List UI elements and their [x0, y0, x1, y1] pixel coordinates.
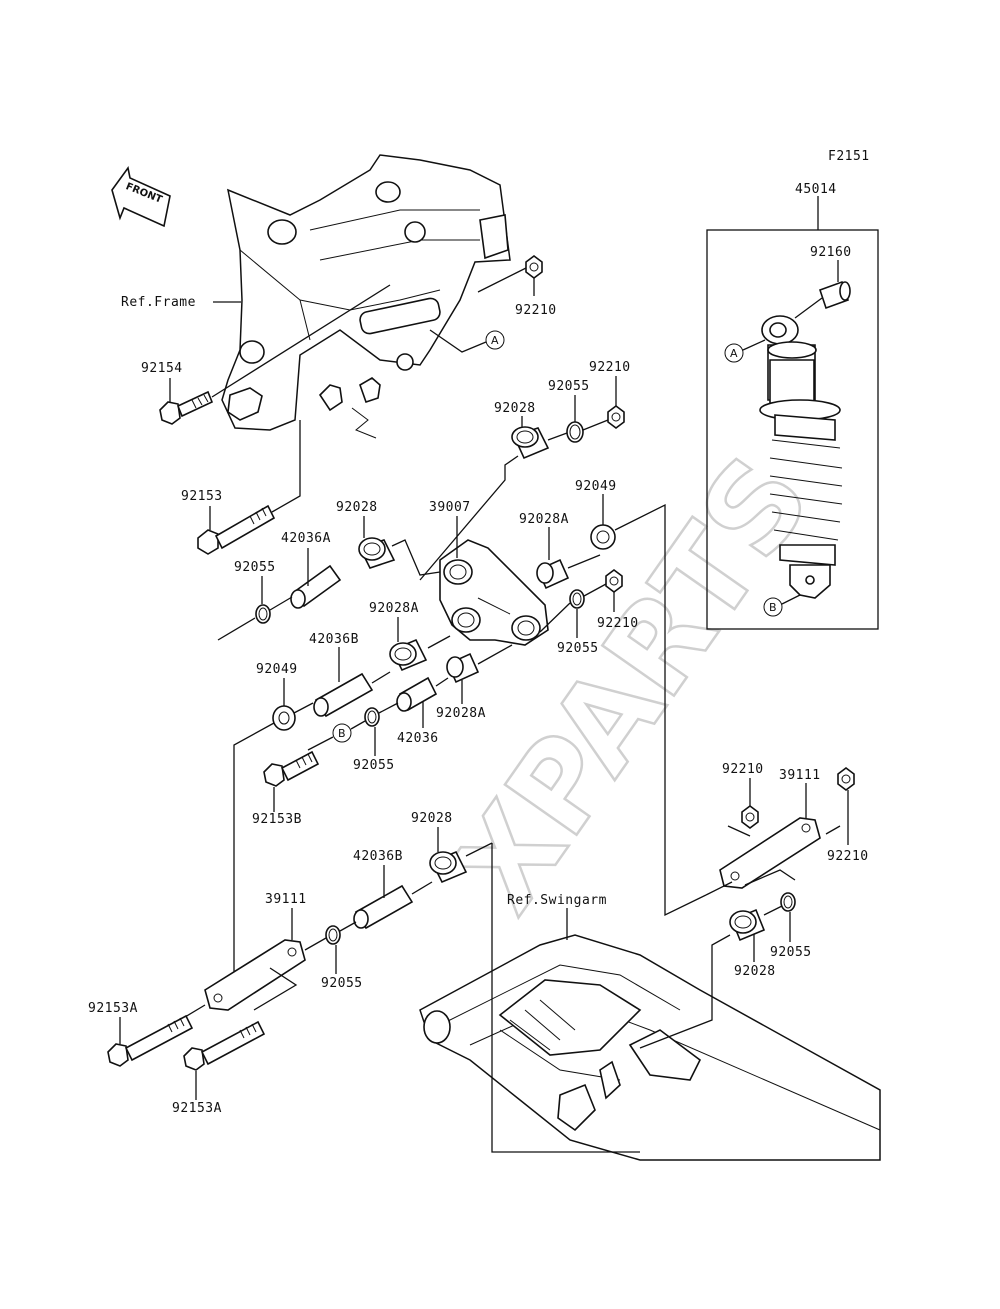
part-92028a-c-label: 92028A	[436, 706, 486, 721]
part-42036b-a-collar	[313, 672, 374, 718]
part-39007-label: 39007	[429, 500, 471, 515]
part-42036b-a-label: 42036B	[309, 632, 359, 647]
part-42036-label: 42036	[397, 731, 439, 746]
ref-frame-illustration	[221, 154, 511, 439]
part-92153b-label: 92153B	[252, 812, 302, 827]
part-92153-bolt	[197, 504, 276, 555]
part-39111-a-label: 39111	[779, 768, 821, 783]
part-42036a-collar	[290, 564, 342, 609]
marker-b-mid-label: B	[338, 727, 346, 740]
part-92028-b-label: 92028	[336, 500, 378, 515]
part-42036b-b-label: 42036B	[353, 849, 403, 864]
part-92028-c-label: 92028	[734, 964, 776, 979]
part-92153a-a-label: 92153A	[88, 1001, 138, 1016]
part-92028-d-bushing	[429, 850, 468, 884]
part-92153a-b-label: 92153A	[172, 1101, 222, 1116]
part-92055-a-label: 92055	[548, 379, 590, 394]
marker-a-shock	[724, 343, 744, 363]
part-92153b-bolt	[263, 750, 320, 787]
part-92055-f-ring	[780, 892, 796, 912]
part-92160-label: 92160	[810, 245, 852, 260]
part-92049-b-label: 92049	[256, 662, 298, 677]
part-92055-c-ring	[569, 589, 585, 609]
part-92028a-a-label: 92028A	[519, 512, 569, 527]
part-92028-b-bushing	[358, 537, 396, 569]
part-92153a-b-bolt	[183, 1020, 266, 1071]
marker-a-shock-label: A	[730, 347, 738, 360]
part-92028a-c-bushing	[446, 652, 480, 684]
part-92028a-b-label: 92028A	[369, 601, 419, 616]
marker-a-frame	[485, 330, 505, 350]
marker-b-shock	[763, 597, 783, 617]
ref-frame-label: Ref.Frame	[121, 295, 196, 310]
part-39111-b-label: 39111	[265, 892, 307, 907]
part-92028-a-label: 92028	[494, 401, 536, 416]
ref-swingarm-label: Ref.Swingarm	[507, 893, 607, 908]
shock-absorber-box	[706, 229, 879, 630]
part-42036a-label: 42036A	[281, 531, 331, 546]
part-92154-bolt	[159, 390, 214, 425]
part-92153a-a-bolt	[107, 1014, 194, 1067]
marker-b-shock-label: B	[769, 601, 777, 614]
part-92153-label: 92153	[181, 489, 223, 504]
part-92028-a-bushing	[511, 426, 550, 460]
part-42036b-b-collar	[353, 884, 414, 930]
part-92210-e-label: 92210	[827, 849, 869, 864]
ref-swingarm-illustration	[419, 934, 881, 1161]
part-92210-d-label: 92210	[722, 762, 764, 777]
part-92028a-b-bushing	[389, 638, 428, 672]
part-92210-b-nut	[607, 405, 625, 429]
part-92049-a-washer	[590, 524, 616, 550]
part-92028-c-bushing	[729, 908, 766, 942]
part-92028a-a-bushing	[536, 558, 570, 590]
part-92055-b-label: 92055	[234, 560, 276, 575]
part-92210-c-nut	[605, 569, 623, 593]
part-92160-collar	[818, 280, 851, 310]
part-92055-d-label: 92055	[353, 758, 395, 773]
part-92055-f-label: 92055	[770, 945, 812, 960]
part-92210-top-label: 92210	[515, 303, 557, 318]
part-92049-b-washer	[272, 705, 296, 731]
part-42036-collar	[396, 676, 438, 712]
figure-code: F2151	[828, 149, 870, 164]
part-39111-b-plate	[204, 939, 306, 1011]
part-92210-top-nut	[525, 255, 543, 279]
part-92055-b-ring	[255, 604, 271, 624]
marker-b-mid	[332, 723, 352, 743]
marker-a-frame-label: A	[491, 334, 499, 347]
part-39007-link	[439, 539, 549, 646]
front-arrow-icon: FRONT	[111, 166, 171, 228]
part-92210-d-nut	[741, 805, 759, 829]
part-92055-e-ring	[325, 925, 341, 945]
shock-absorber-part	[759, 315, 843, 599]
part-92055-d-ring	[364, 707, 380, 727]
part-92055-c-label: 92055	[557, 641, 599, 656]
part-92210-c-label: 92210	[597, 616, 639, 631]
part-45014-label: 45014	[795, 182, 837, 197]
part-92154-label: 92154	[141, 361, 183, 376]
part-92049-a-label: 92049	[575, 479, 617, 494]
part-92210-b-label: 92210	[589, 360, 631, 375]
part-92055-e-label: 92055	[321, 976, 363, 991]
part-92028-d-label: 92028	[411, 811, 453, 826]
part-92210-e-nut	[837, 767, 855, 791]
